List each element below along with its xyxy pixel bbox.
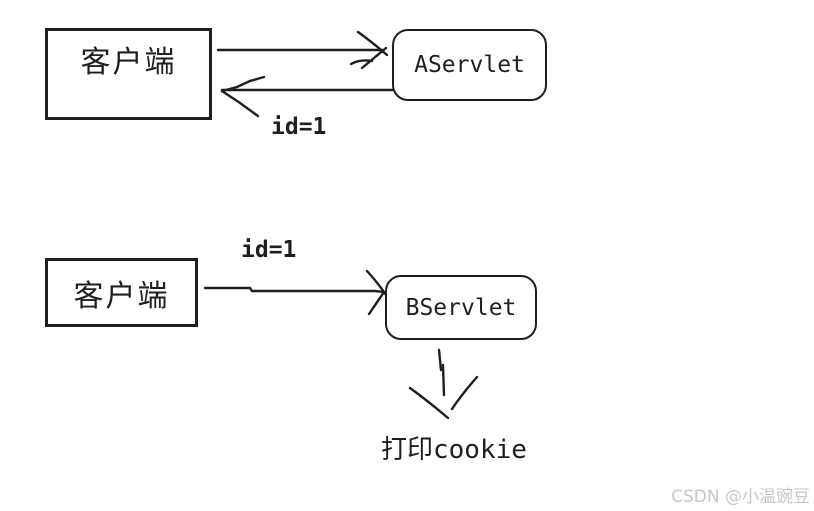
print-cookie-label: 打印cookie — [381, 435, 527, 465]
bservlet-node-label: BServlet — [405, 294, 517, 321]
client-node-bottom: 客户端 — [45, 258, 198, 327]
response-id-label: id=1 — [271, 114, 327, 140]
client-node-top: 客户端 — [45, 28, 212, 120]
csdn-watermark: CSDN @小温豌豆 — [671, 487, 810, 507]
client-node-top-label: 客户端 — [80, 45, 177, 80]
arrow-bservlet-to-print-icon — [408, 348, 479, 420]
aservlet-node-label: AServlet — [414, 52, 525, 78]
request-id-label: id=1 — [241, 237, 297, 263]
arrow-aservlet-to-client-icon — [220, 75, 395, 118]
arrow-client-to-aservlet-icon — [216, 30, 389, 70]
aservlet-node: AServlet — [392, 29, 547, 101]
arrow-client-to-bservlet-icon — [203, 269, 388, 316]
bservlet-node: BServlet — [385, 275, 537, 340]
client-node-bottom-label: 客户端 — [73, 278, 170, 314]
